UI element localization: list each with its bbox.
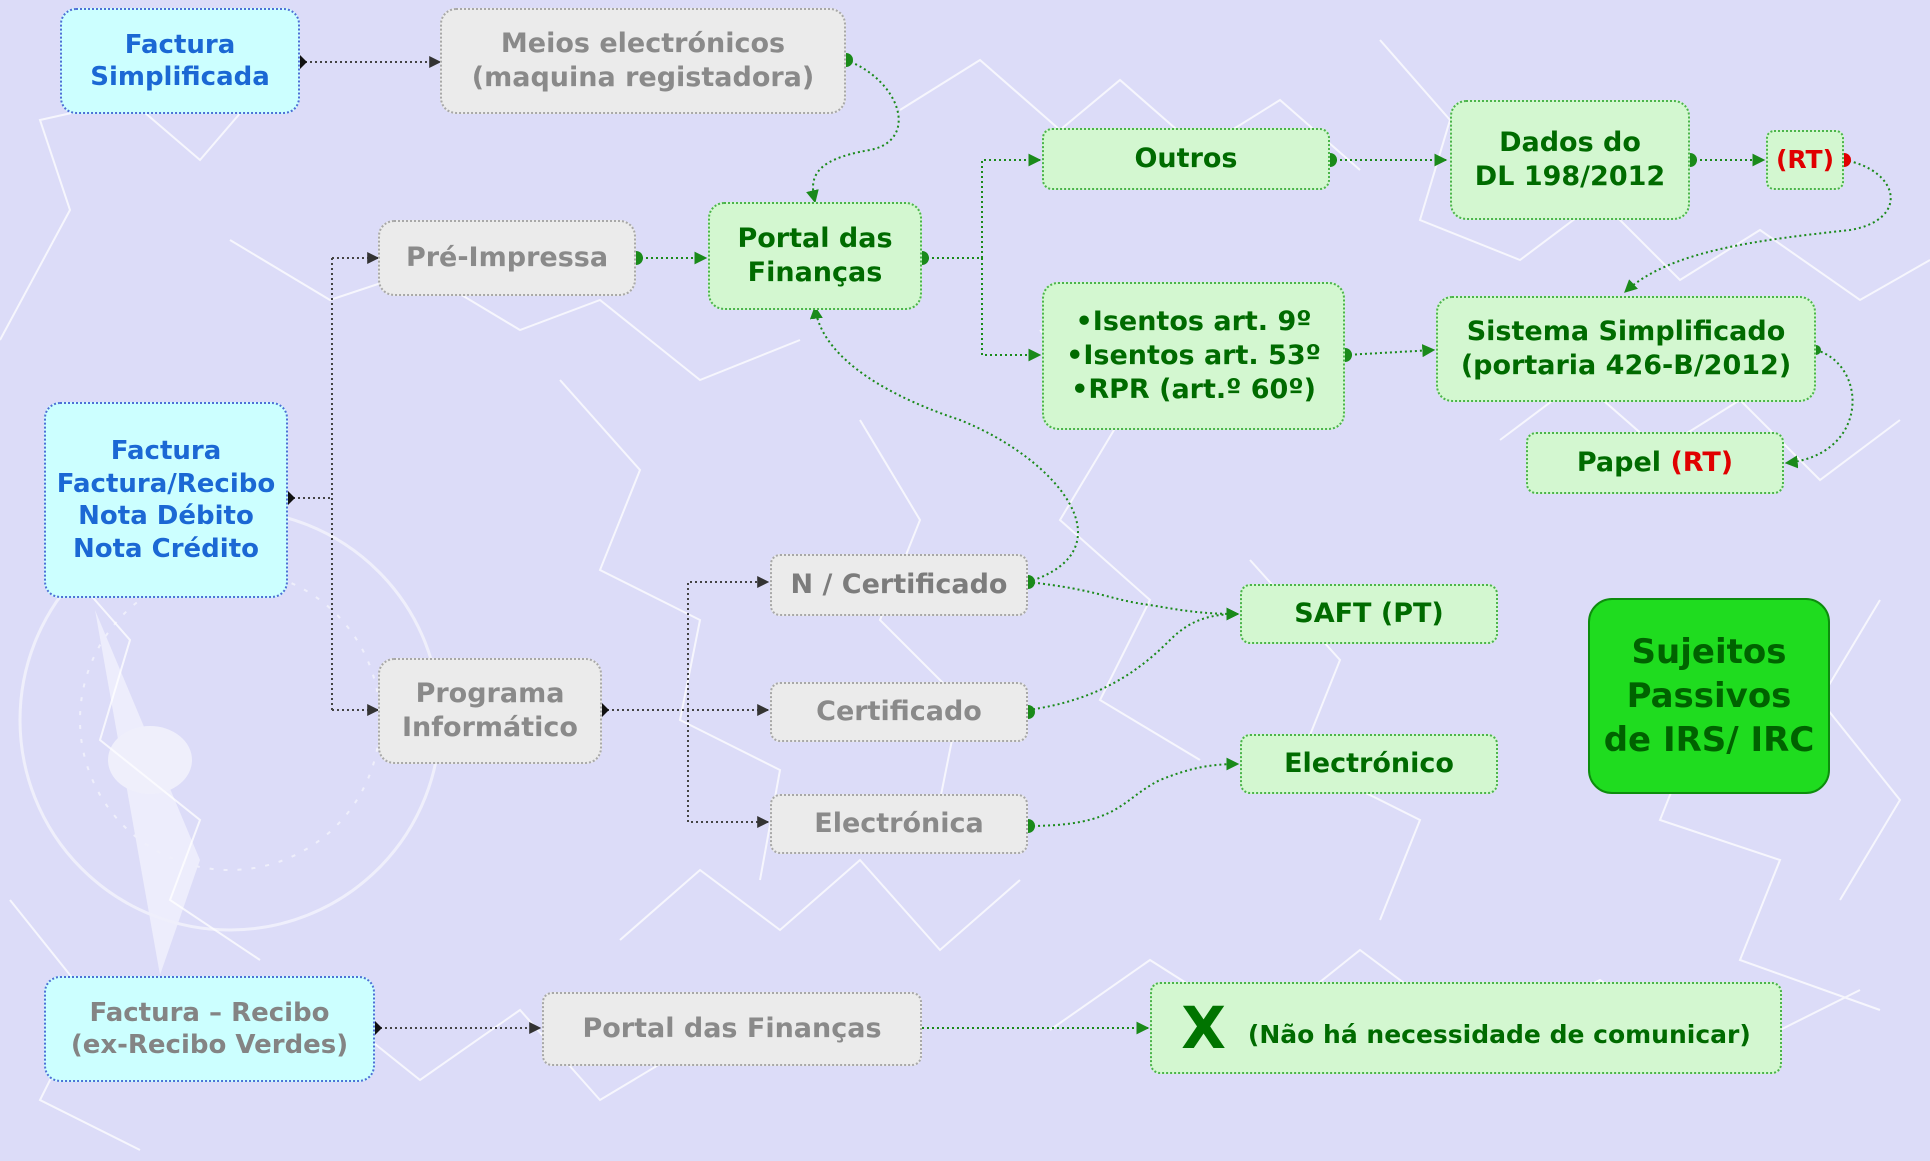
sujeitos-line3: de IRS/ IRC — [1603, 720, 1815, 761]
isentos-box: •Isentos art. 9º •Isentos art. 53º •RPR … — [1042, 282, 1345, 430]
connector-meios-portal — [806, 59, 900, 204]
n-certificado-box: N / Certificado — [770, 554, 1028, 616]
connector-programa-electronica — [687, 710, 770, 828]
certificado-label: Certificado — [816, 696, 982, 728]
programa-line2: Informático — [402, 712, 578, 743]
isentos-line2: •Isentos art. 53º — [1066, 340, 1321, 372]
factura-group-box: Factura Factura/Recibo Nota Débito Nota … — [44, 402, 288, 598]
sujeitos-passivos-box: Sujeitos Passivos de IRS/ IRC — [1588, 598, 1830, 794]
programa-informatico-box: Programa Informático — [378, 658, 602, 764]
factura-simplificada-line2: Simplificada — [90, 62, 270, 92]
connector-ncert-saft — [1027, 581, 1240, 621]
sujeitos-line2: Passivos — [1626, 675, 1792, 716]
saft-box: SAFT (PT) — [1240, 584, 1498, 644]
electronico-label: Electrónico — [1284, 748, 1454, 780]
factura-simplificada-line1: Factura — [124, 29, 236, 60]
n-certificado-label: N / Certificado — [790, 569, 1008, 601]
isentos-line3: •RPR (art.º 60º) — [1071, 373, 1316, 405]
saft-label: SAFT (PT) — [1294, 598, 1444, 630]
electronico-box: Electrónico — [1240, 734, 1498, 794]
rt-top-label: (RT) — [1775, 145, 1835, 175]
isentos-line1: •Isentos art. 9º — [1075, 306, 1312, 338]
meios-electronicos-line1: Meios electrónicos — [500, 28, 786, 60]
dados-dl-line1: Dados do — [1499, 127, 1641, 159]
factura-simplificada-box: Factura Simplificada — [60, 8, 300, 114]
electronica-box: Electrónica — [770, 794, 1028, 854]
sistema-simplificado-line2: (portaria 426-B/2012) — [1460, 350, 1792, 381]
portal-financas-2-label: Portal das Finanças — [582, 1013, 882, 1045]
connector-electronica-electronico — [1027, 757, 1240, 827]
papel-rt-label: (RT) — [1670, 447, 1734, 479]
connector-programa-tree — [687, 576, 770, 710]
connector-isentos-sistema — [1344, 344, 1436, 358]
factura-group-line4: Nota Crédito — [73, 533, 259, 564]
factura-group-line2: Factura/Recibo — [56, 468, 276, 499]
factura-group-line1: Factura — [110, 436, 222, 466]
dados-dl-line2: DL 198/2012 — [1474, 161, 1666, 192]
papel-label: Papel — [1576, 447, 1671, 479]
connector-cert-saft — [1027, 607, 1240, 711]
portal-financas-2-box: Portal das Finanças — [542, 992, 922, 1066]
dados-dl-box: Dados do DL 198/2012 — [1450, 100, 1690, 220]
meios-electronicos-line2: (maquina registadora) — [471, 62, 815, 93]
x-mark: X — [1181, 994, 1226, 1062]
sistema-simplificado-box: Sistema Simplificado (portaria 426-B/201… — [1436, 296, 1816, 402]
pre-impressa-label: Pré-Impressa — [405, 242, 609, 274]
portal-financas-line2: Finanças — [747, 257, 883, 288]
certificado-box: Certificado — [770, 682, 1028, 742]
meios-electronicos-box: Meios electrónicos (maquina registadora) — [440, 8, 846, 114]
outros-label: Outros — [1134, 143, 1238, 175]
x-no-communication-box: X (Não há necessidade de comunicar) — [1150, 982, 1782, 1074]
connector-factura-group-tree — [288, 257, 378, 710]
connector-rt-sistema — [1624, 159, 1892, 293]
x-note: (Não há necessidade de comunicar) — [1247, 1020, 1751, 1050]
portal-financas-box: Portal das Finanças — [708, 202, 922, 310]
connector-ncert-portal — [809, 305, 1079, 583]
factura-recibo-line1: Factura – Recibo — [89, 997, 330, 1028]
connector-portal-outros — [922, 153, 1042, 259]
sujeitos-line1: Sujeitos — [1631, 631, 1787, 672]
factura-recibo-box: Factura – Recibo (ex-Recibo Verdes) — [44, 976, 375, 1082]
factura-group-line3: Nota Débito — [78, 501, 254, 531]
outros-box: Outros — [1042, 128, 1330, 190]
portal-financas-line1: Portal das — [737, 223, 893, 255]
factura-recibo-line2: (ex-Recibo Verdes) — [70, 1030, 349, 1060]
connector-portal-isentos — [981, 258, 1042, 362]
electronica-label: Electrónica — [814, 808, 984, 840]
pre-impressa-box: Pré-Impressa — [378, 220, 636, 296]
programa-line1: Programa — [415, 678, 565, 710]
sistema-simplificado-line1: Sistema Simplificado — [1466, 316, 1786, 348]
rt-top-box: (RT) — [1766, 130, 1844, 190]
connector-sistema-papel — [1784, 349, 1854, 469]
papel-box: Papel (RT) — [1526, 432, 1784, 494]
